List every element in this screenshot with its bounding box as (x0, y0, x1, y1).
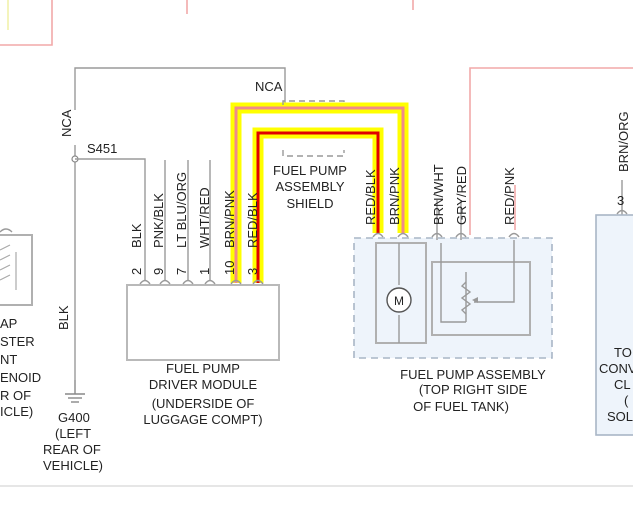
left-partial-line5: R OF (0, 388, 31, 403)
wire-color-brn-pnk: BRN/PNK (222, 190, 237, 248)
left-partial-line4: ENOID (0, 370, 41, 385)
shield-label-line3: SHIELD (287, 196, 334, 211)
pump-assembly-label-line1: FUEL PUMP ASSEMBLY (400, 367, 546, 382)
right-partial-line5: SOL (607, 409, 633, 424)
right-partial-line1: TO (614, 345, 632, 360)
motor-symbol: M (386, 243, 412, 343)
ground-id-label: G400 (58, 410, 90, 425)
shield-label-line1: FUEL PUMP (273, 163, 347, 178)
wire-color-blk: BLK (129, 223, 144, 248)
wire-color-lt-blu-org: LT BLU/ORG (174, 172, 189, 248)
pin-2: 2 (129, 268, 144, 275)
wire-nca-loop (74, 67, 286, 110)
ground-symbol (65, 380, 85, 403)
wire-s451-to-pin2 (75, 158, 146, 280)
wire-color-wht-red: WHT/RED (197, 187, 212, 248)
driver-module-label-line1: FUEL PUMP (166, 361, 240, 376)
left-partial-line1: AP (0, 316, 17, 331)
blk-ground-wire-label: BLK (56, 305, 71, 330)
pink-wire-top-left (0, 0, 53, 46)
driver-module-label-line3: (UNDERSIDE OF (152, 396, 255, 411)
shield-label-line2: ASSEMBLY (275, 179, 344, 194)
shield-nca-label: NCA (255, 79, 283, 94)
highlighted-circuit (230, 102, 409, 283)
wire-color-pnk-blk: PNK/BLK (151, 193, 166, 248)
ground-loc-line2: REAR OF (43, 442, 101, 457)
fuel-pump-driver-module-box (126, 284, 280, 361)
motor-symbol-label: M (394, 294, 404, 308)
pin-9: 9 (151, 268, 166, 275)
pin-7: 7 (174, 268, 189, 275)
pink-wire-right-loop (469, 67, 633, 235)
shield-symbol (282, 100, 345, 157)
left-partial-line6: ICLE) (0, 404, 33, 419)
pump-wire-red-pnk: RED/PNK (502, 167, 517, 225)
driver-module-label-line4: LUGGAGE COMPT) (143, 412, 262, 427)
pump-wire-gry-red: GRY/RED (454, 166, 469, 225)
pump-wire-brn-wht: BRN/WHT (431, 164, 446, 225)
pump-assembly-label-line2: (TOP RIGHT SIDE (419, 382, 528, 397)
right-partial-component (595, 180, 633, 436)
nca-left-label: NCA (59, 109, 74, 137)
left-partial-component (0, 228, 33, 306)
pin-10: 10 (222, 261, 237, 275)
fuel-pump-assembly-box (353, 237, 553, 359)
right-partial-line3: CL (614, 377, 631, 392)
right-wire-brn-org: BRN/ORG (616, 111, 631, 172)
pump-assembly-label-line3: OF FUEL TANK) (413, 399, 509, 414)
left-partial-line2: STER (0, 334, 35, 349)
driver-module-label-line2: DRIVER MODULE (149, 377, 258, 392)
wire-color-red-blk: RED/BLK (245, 192, 260, 248)
pump-wire-brn-pnk: BRN/PNK (387, 167, 402, 225)
right-pin-3: 3 (617, 193, 624, 208)
right-partial-line2: CONV (599, 361, 633, 376)
ground-loc-line1: (LEFT (55, 426, 91, 441)
ground-loc-line3: VEHICLE) (43, 458, 103, 473)
driver-module-pins (139, 279, 264, 285)
left-partial-line3: NT (0, 352, 17, 367)
pump-assembly-pins (372, 232, 520, 238)
right-partial-line4: ( (624, 393, 629, 408)
pump-wire-red-blk: RED/BLK (363, 169, 378, 225)
splice-label: S451 (87, 141, 117, 156)
driver-module-wires (164, 160, 211, 280)
pin-1: 1 (197, 268, 212, 275)
pump-assembly-internal (375, 200, 531, 344)
pin-3: 3 (245, 268, 260, 275)
